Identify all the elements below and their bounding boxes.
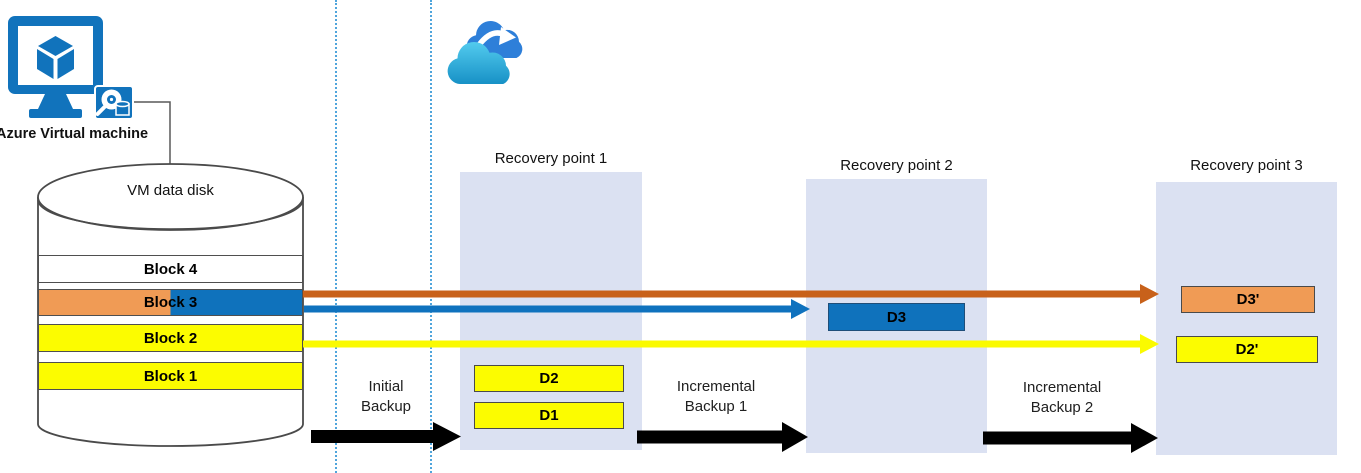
- incremental-backup-1-label: Incremental Backup 1: [666, 377, 766, 417]
- rp3-box-d3-prime: D3': [1181, 286, 1315, 313]
- disk-block-4: Block 4: [38, 255, 303, 283]
- disk-block-1: Block 1: [38, 362, 303, 390]
- recovery-point-3-panel: [1156, 182, 1337, 455]
- rp2-box-d3: D3: [828, 303, 965, 331]
- vm-data-disk-title: VM data disk: [127, 182, 214, 199]
- azure-vm-label: Azure Virtual machine: [0, 126, 149, 142]
- incremental-backup-1-arrow: [637, 422, 808, 452]
- rp3-box-d2-prime: D2': [1176, 336, 1318, 363]
- disk-block-3: Block 3: [38, 289, 303, 316]
- rp1-box-d1: D1: [474, 402, 624, 429]
- disk-search-icon: [94, 85, 134, 120]
- incremental-backup-2-arrow: [983, 423, 1158, 453]
- initial-backup-label-line1: Initial: [368, 378, 404, 395]
- incremental-backup-1-label-line2: Backup 1: [684, 398, 748, 415]
- dotted-guide-line-left: [335, 0, 337, 473]
- azure-vm-icon: [8, 16, 134, 120]
- incremental-backup-1-label-line1: Incremental: [676, 378, 756, 395]
- rp1-box-d2: D2: [474, 365, 624, 392]
- recovery-point-2-title: Recovery point 2: [840, 157, 953, 174]
- initial-backup-arrow: [311, 422, 461, 451]
- recovery-point-1-title: Recovery point 1: [494, 150, 608, 167]
- incremental-backup-2-label: Incremental Backup 2: [1012, 378, 1112, 418]
- recovery-point-3-title: Recovery point 3: [1190, 157, 1303, 174]
- azure-backup-cloud-icon: [447, 20, 523, 84]
- incremental-backup-2-label-line1: Incremental: [1022, 379, 1102, 396]
- disk-block-2: Block 2: [38, 324, 303, 352]
- incremental-backup-2-label-line2: Backup 2: [1030, 399, 1094, 416]
- initial-backup-label-line2: Backup: [360, 398, 412, 415]
- initial-backup-label: Initial Backup: [336, 377, 436, 417]
- dotted-guide-line-right: [430, 0, 432, 473]
